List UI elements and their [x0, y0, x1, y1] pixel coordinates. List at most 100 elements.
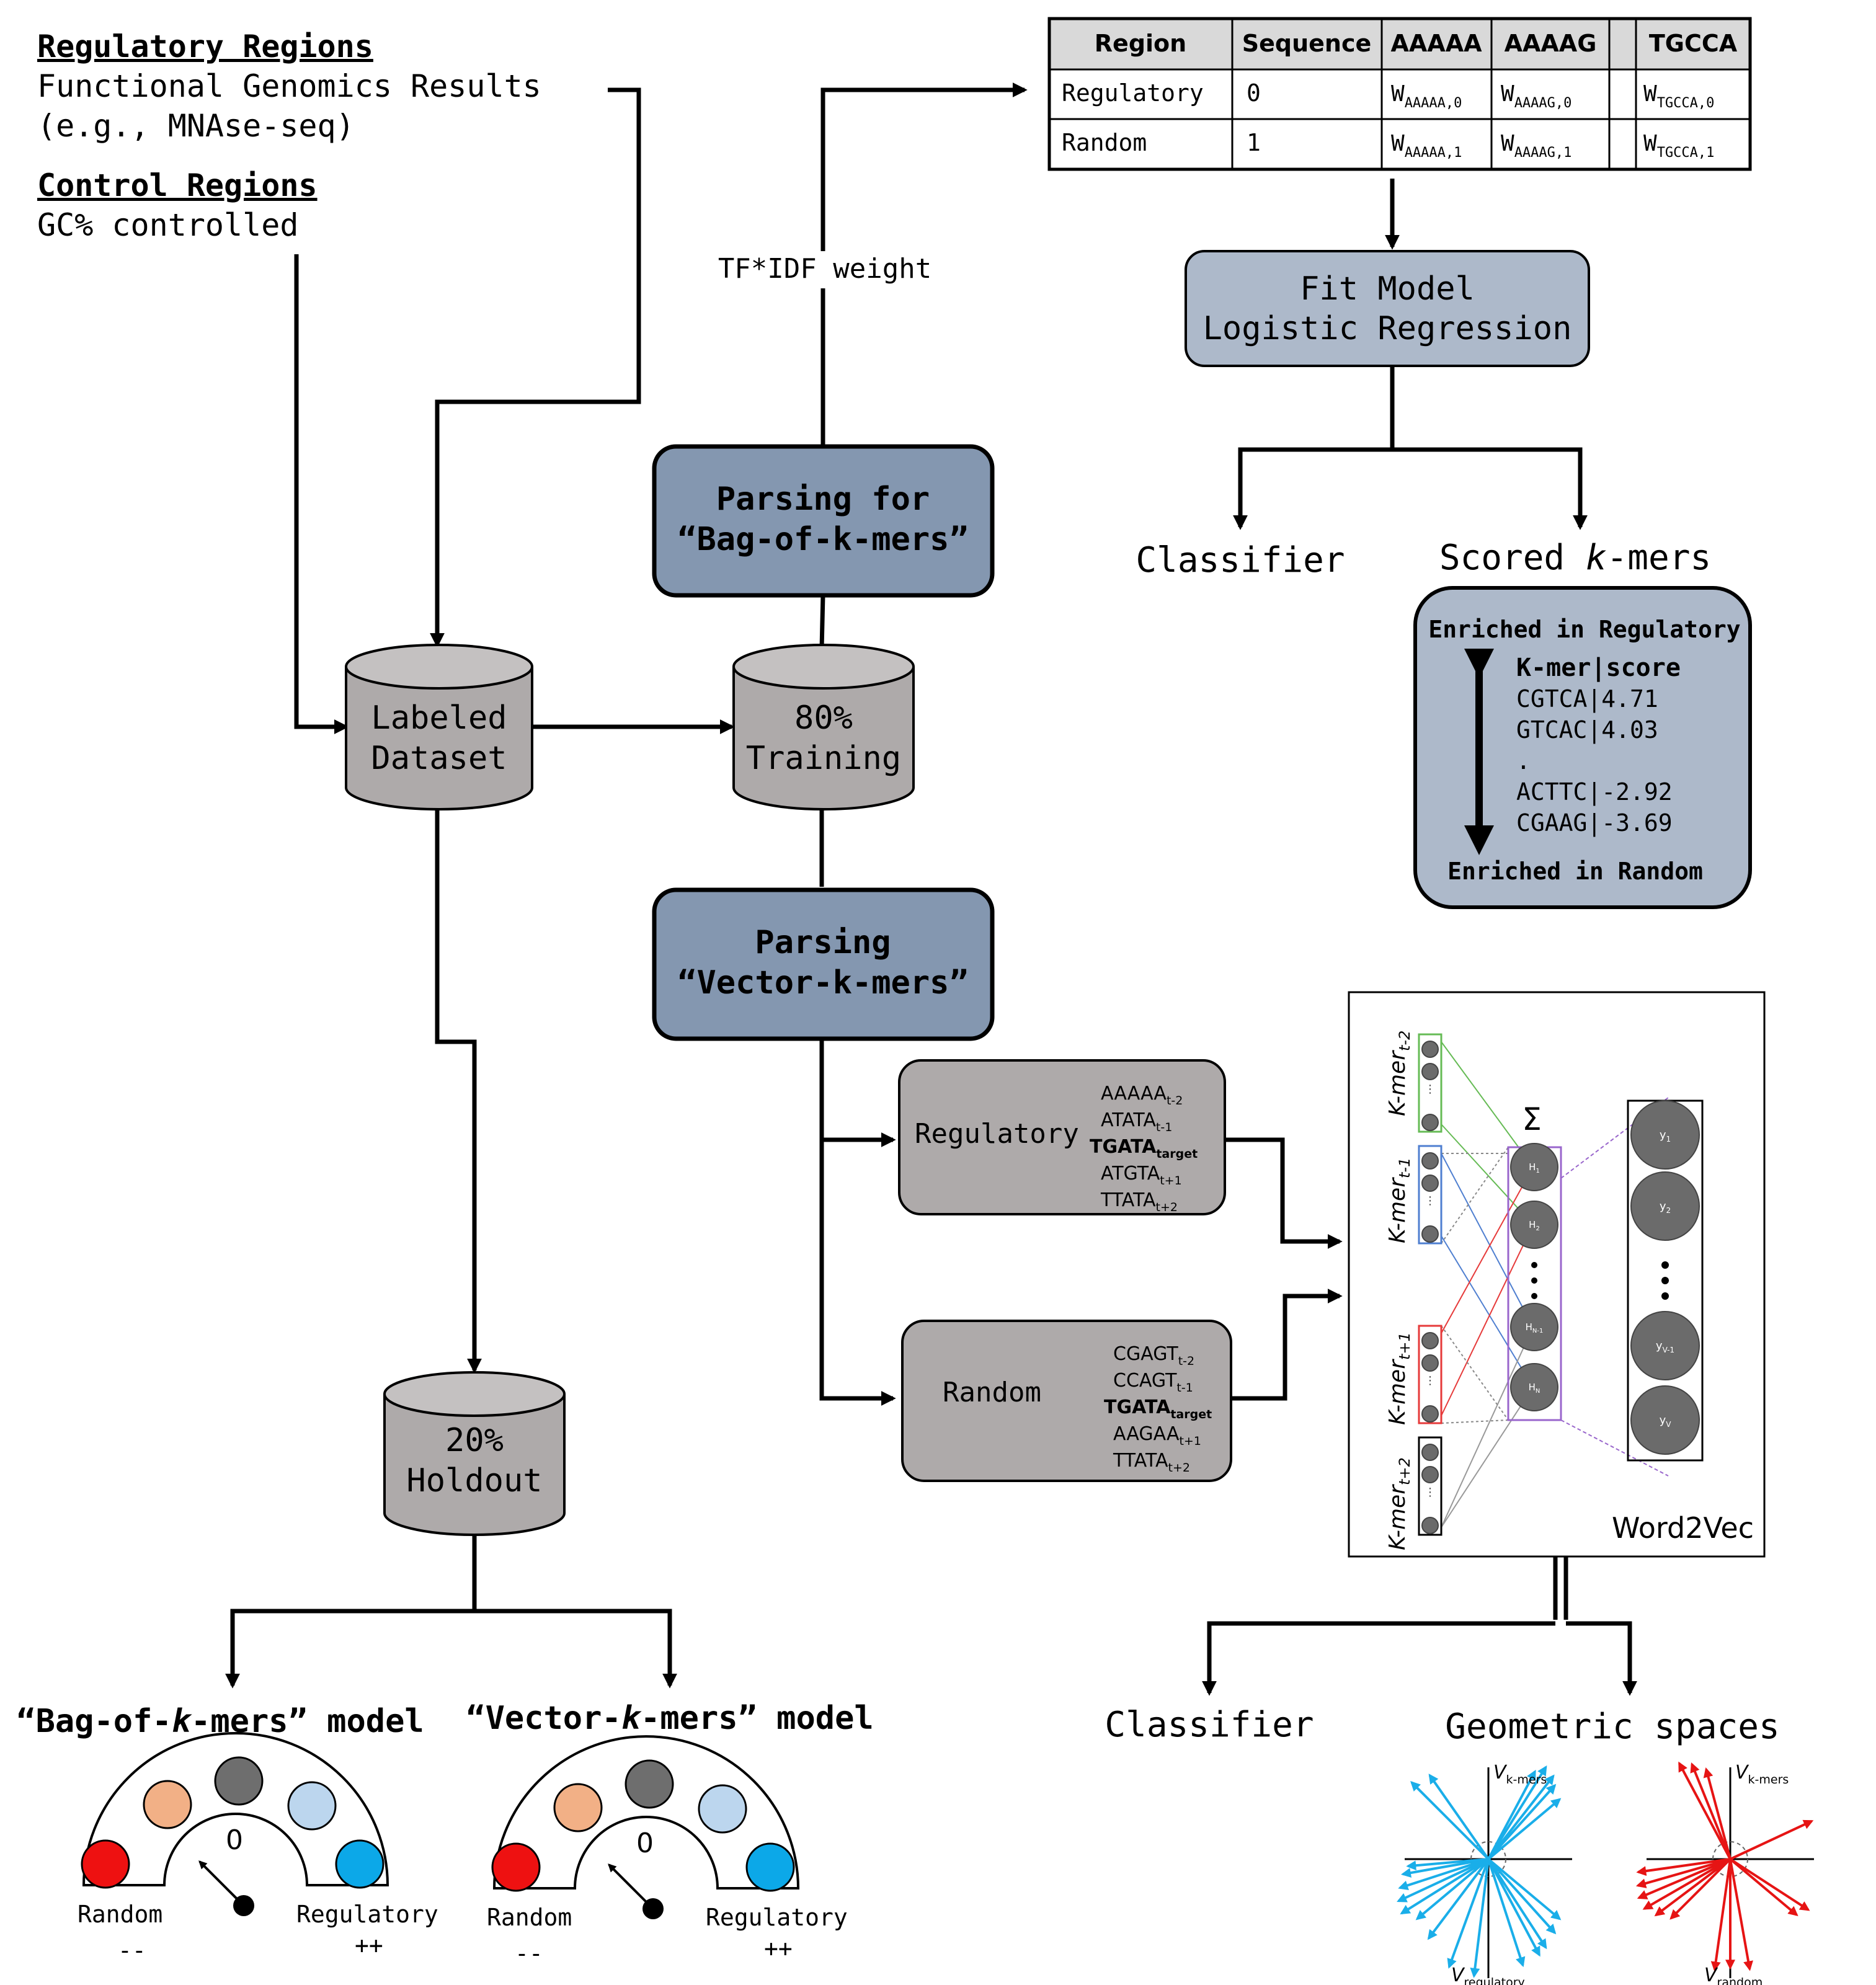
reg-axis-top-label: Vk-mers	[1493, 1762, 1547, 1787]
arrow-regulatory-to-labeled	[430, 87, 641, 648]
vector-gauge-needle	[608, 1863, 654, 1909]
fit-model-line2: Logistic Regression	[1203, 310, 1572, 347]
random-vector	[1654, 1858, 1732, 1917]
w2v-input-hidden-edge	[1441, 1224, 1534, 1416]
vector-gauge-left-label: Random	[487, 1904, 572, 1931]
connectors	[225, 82, 1637, 1696]
regulatory-vector	[1487, 1783, 1557, 1860]
w2v-input-ellipsis: ⋮	[1425, 1486, 1436, 1499]
w2v-input-hidden-edge	[1441, 1041, 1534, 1168]
table-row2-region: Random	[1062, 129, 1147, 156]
arrow-w2v-to-geometric	[1566, 1621, 1637, 1696]
vector-dot-3	[625, 1759, 674, 1809]
regulatory-context-label: Regulatory	[915, 1118, 1079, 1150]
bag-gauge-arc	[82, 1732, 389, 1886]
vector-model-gauge: 0 Random Regulatory -- ++	[487, 1735, 848, 1967]
labeled-line2: Dataset	[371, 740, 507, 777]
table-row2-w-aaaag: WAAAAG,1	[1501, 131, 1571, 161]
regulatory-vector	[1415, 1858, 1490, 1921]
table-row1-region: Regulatory	[1062, 79, 1204, 107]
bag-gauge-left-sign: --	[118, 1937, 146, 1964]
w2v-projection-edge	[1441, 1419, 1509, 1424]
word2vec-connections	[1441, 1041, 1669, 1528]
w2v-output-label: y1	[1660, 1129, 1671, 1143]
arrow-random-to-w2v	[1231, 1289, 1343, 1401]
input-regions: Regulatory Regions Functional Genomics R…	[37, 29, 541, 243]
regulatory-vector	[1400, 1858, 1489, 1878]
w2v-projection-edge	[1441, 1325, 1509, 1421]
labeled-line1: Labeled	[371, 699, 507, 737]
table-row1-w-aaaag: WAAAAG,0	[1501, 81, 1571, 111]
regulatory-vector	[1487, 1765, 1547, 1860]
scored-bottom-label: Enriched in Random	[1447, 858, 1703, 885]
rand-kmer-1: CGAGTt-2	[1113, 1343, 1194, 1368]
w2v-hidden-node	[1510, 1201, 1558, 1249]
table-border	[1047, 17, 1752, 171]
table-row2-w-tgcca: WTGCCA,1	[1643, 131, 1714, 161]
w2v-output-node	[1630, 1385, 1700, 1455]
w2v-input-node	[1421, 1517, 1439, 1534]
regulatory-line2: (e.g., MNAse-seq)	[37, 108, 355, 144]
regulatory-vector	[1398, 1858, 1489, 1891]
regulatory-vector	[1428, 1774, 1490, 1860]
parsing-vector-line2: “Vector-k-mers”	[677, 964, 969, 1001]
bag-gauge-zero: 0	[226, 1824, 243, 1856]
w2v-output-label: yV-1	[1656, 1339, 1674, 1354]
bag-dot-2	[143, 1780, 192, 1829]
random-vector	[1710, 1858, 1732, 1972]
vector-gauge-zero: 0	[636, 1827, 654, 1859]
arrow-w2v-to-classifier	[1202, 1621, 1555, 1696]
w2v-hidden-ellipsis-dot	[1531, 1293, 1537, 1299]
regulatory-vector	[1397, 1858, 1489, 1903]
input-cluster-t-2	[1418, 1033, 1443, 1133]
w2v-input-node	[1421, 1354, 1439, 1372]
arrow-holdout-to-vector-model	[474, 1609, 677, 1689]
kmer-label-t-1: K-mert-1	[1385, 1158, 1413, 1243]
kmer-label-t+2: K-mert+2	[1385, 1457, 1413, 1550]
reg-kmer-target: TGATAtarget	[1090, 1136, 1198, 1161]
regulatory-vector	[1487, 1858, 1547, 1950]
w2v-input-node	[1421, 1175, 1439, 1192]
arrow-vector-to-random	[819, 1039, 896, 1406]
arrow-fit-to-scored	[1392, 447, 1588, 530]
regulatory-vector	[1487, 1858, 1557, 1935]
rand-kmer-target: TGATAtarget	[1104, 1397, 1212, 1421]
bag-gauge-right-sign: ++	[355, 1932, 383, 1959]
random-context-label: Random	[943, 1377, 1041, 1408]
random-vector	[1730, 1819, 1814, 1860]
holdout-line2: Holdout	[406, 1462, 542, 1499]
arrow-fit-to-classifier	[1233, 366, 1395, 530]
reg-vectors	[1397, 1765, 1562, 1978]
reg-origin-circle	[1470, 1841, 1506, 1877]
w2v-input-ellipsis: ⋮	[1425, 1194, 1436, 1207]
regulatory-vector	[1427, 1858, 1490, 1940]
w2v-output-ellipsis-dot	[1661, 1277, 1669, 1284]
table-header-region: Region	[1095, 30, 1186, 57]
arrow-regulatory-to-w2v	[1225, 1137, 1343, 1249]
scored-row-5: CGAAG|-3.69	[1516, 809, 1673, 837]
w2v-input-node	[1421, 1114, 1439, 1131]
w2v-hidden-ellipsis-dot	[1531, 1277, 1537, 1284]
fit-model-rect	[1185, 250, 1590, 367]
bag-classifier-label: Classifier	[1136, 540, 1345, 580]
parsing-bag-line1: Parsing for	[716, 481, 930, 518]
weight-table: Region Sequence AAAAA AAAAG TGCCA Regula…	[1047, 17, 1752, 171]
scored-header: K-mer|score	[1516, 654, 1681, 683]
table-row2-w-aaaaa: WAAAAA,1	[1391, 131, 1462, 161]
w2v-input-ellipsis: ⋮	[1425, 1374, 1436, 1387]
w2v-input-node	[1421, 1444, 1439, 1461]
holdout-cylinder: 20% Holdout	[383, 1371, 566, 1536]
rand-axis-top-label: Vk-mers	[1735, 1762, 1789, 1787]
input-cluster-t+1	[1418, 1325, 1443, 1424]
w2v-input-node	[1421, 1041, 1439, 1058]
regulatory-context-rect	[898, 1059, 1226, 1215]
parsing-vector-box: Parsing “Vector-k-mers”	[652, 887, 995, 1041]
vector-space-random: Vk-mers Vrandom	[1635, 1761, 1814, 1985]
table-row1-w-aaaaa: WAAAAA,0	[1391, 81, 1462, 111]
rand-axis-bottom-label: Vrandom	[1704, 1965, 1763, 1985]
vector-gauge-left-sign: --	[515, 1940, 543, 1967]
scored-box-rect	[1413, 586, 1752, 909]
w2v-input-node	[1421, 1332, 1439, 1349]
w2v-hidden-label: H2	[1529, 1219, 1540, 1232]
